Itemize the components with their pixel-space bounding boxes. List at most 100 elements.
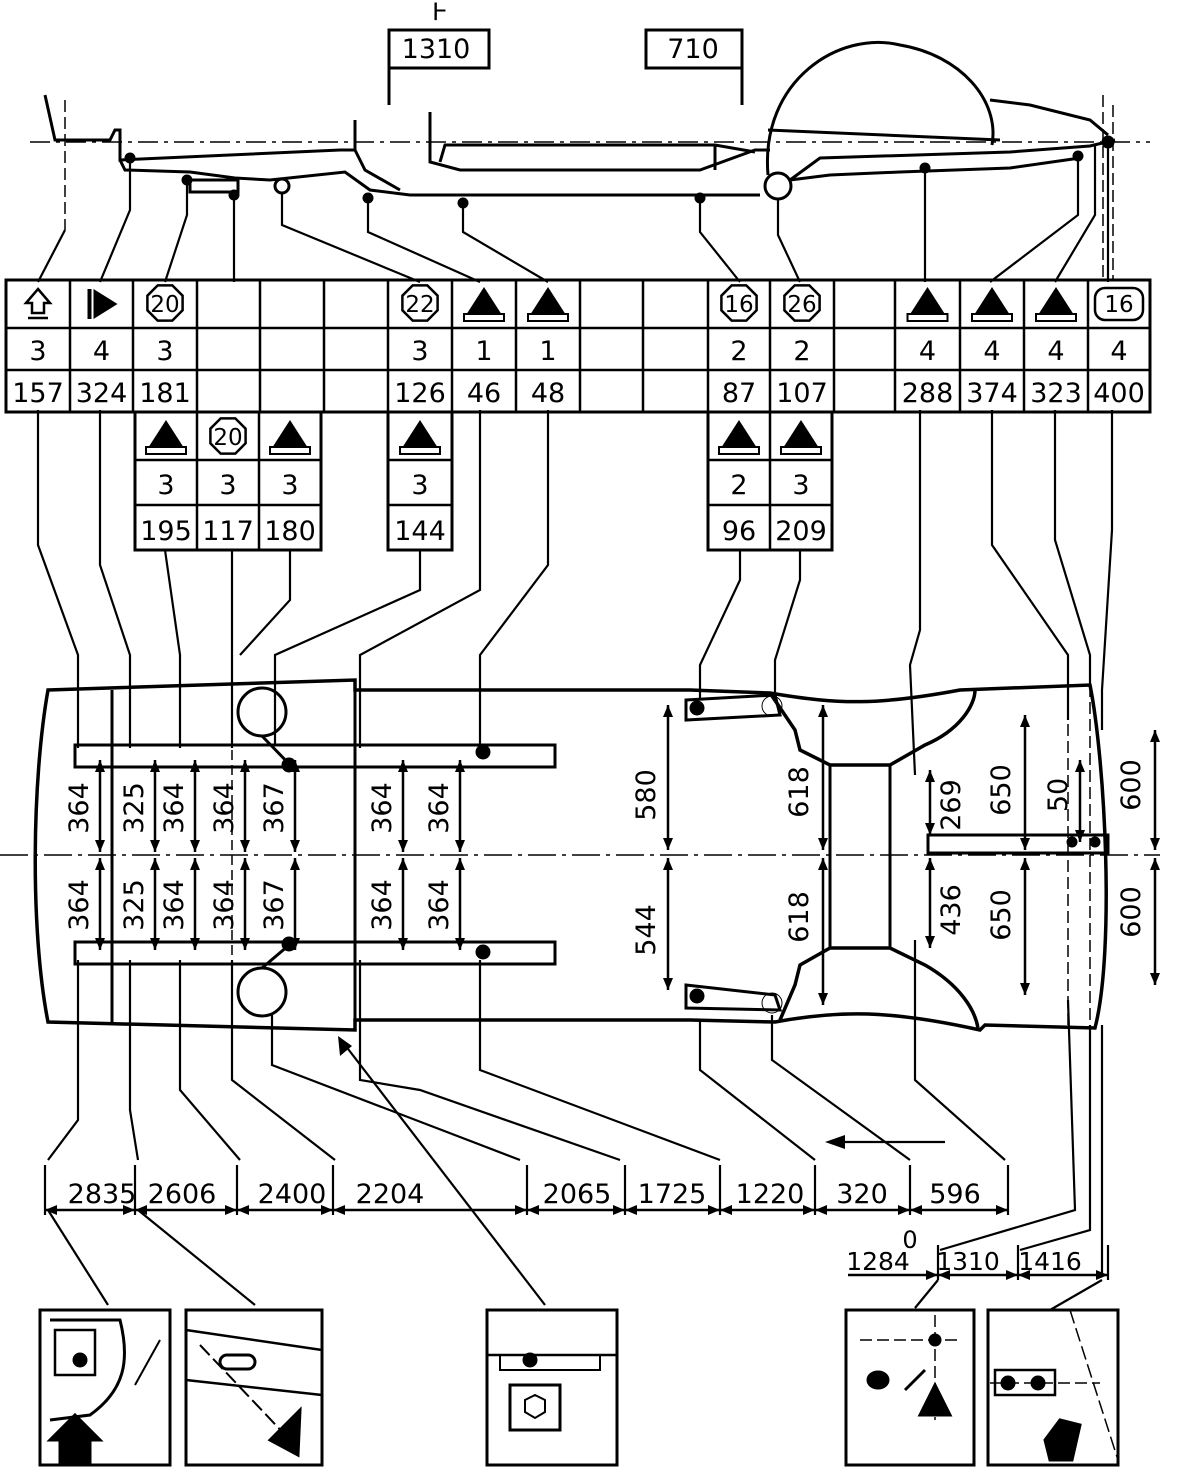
icon-number: 20 — [213, 425, 242, 451]
vertical-dimension: 367 — [259, 760, 300, 852]
dimension-label: 367 — [259, 879, 290, 931]
vertical-dimension: 50 — [1043, 760, 1085, 842]
plan-view — [0, 678, 1160, 1032]
dimension-label: 364 — [424, 782, 455, 834]
cone-icon — [527, 287, 569, 322]
cell-value: 107 — [776, 378, 828, 409]
dimension-label: 325 — [119, 782, 150, 834]
dimension-label: 325 — [119, 879, 150, 931]
vertical-dimension: 364 — [367, 858, 408, 950]
cell-value: 288 — [902, 378, 954, 409]
sub-cell-qty: 3 — [792, 470, 809, 501]
hex-16-icon: 16 — [720, 284, 758, 322]
vertical-dimension: 618 — [784, 705, 828, 850]
cone-icon — [399, 420, 441, 455]
cone-icon — [780, 420, 822, 455]
sub-cell-value: 144 — [394, 516, 446, 547]
rounded-16-icon: 16 — [1093, 286, 1145, 322]
dimension-label: 364 — [64, 782, 95, 834]
cone-icon — [145, 420, 187, 455]
detail-leaders — [47, 1209, 1103, 1311]
cell-qty: 3 — [156, 336, 173, 367]
dimension-label: 436 — [936, 884, 967, 936]
vertical-dimension: 600 — [1116, 858, 1160, 985]
baseline-value: 1725 — [638, 1179, 707, 1210]
cell-value: 323 — [1030, 378, 1082, 409]
vertical-dimension: 364 — [64, 858, 105, 950]
profile-leaders — [37, 145, 1110, 284]
dimension-label: 364 — [367, 879, 398, 931]
baseline-value: 2204 — [356, 1179, 425, 1210]
vertical-dimension: 364 — [424, 760, 465, 852]
sub-cell-value: 195 — [140, 516, 192, 547]
cell-qty: 3 — [29, 336, 46, 367]
cone-icon — [463, 287, 505, 322]
sub-cell-value: 96 — [722, 516, 756, 547]
vertical-dimension: 269 — [925, 770, 967, 835]
baseline-value: 320 — [836, 1179, 888, 1210]
sub-cell-qty: 3 — [411, 470, 428, 501]
sub-cell-value: 117 — [202, 516, 254, 547]
dimension-label: 50 — [1043, 778, 1074, 812]
vertical-dimension: 650 — [986, 858, 1030, 995]
cell-qty: 2 — [730, 336, 747, 367]
hex-20-icon: 20 — [209, 417, 247, 455]
cone-icon — [718, 420, 760, 455]
vertical-dimension: 364 — [209, 858, 250, 950]
cell-value: 87 — [722, 378, 756, 409]
icon-number: 16 — [1104, 292, 1133, 318]
side-profile — [30, 40, 1150, 280]
cell-value: 48 — [531, 378, 565, 409]
table-cell: 16 2 87 — [720, 284, 758, 409]
cell-qty: 4 — [1047, 336, 1064, 367]
baseline-value: 2065 — [543, 1179, 612, 1210]
direction-arrows — [338, 1036, 945, 1306]
dimension-label: 600 — [1116, 886, 1147, 938]
dimension-label: 544 — [631, 904, 662, 956]
dimension-label: 364 — [367, 782, 398, 834]
cell-qty: 3 — [411, 336, 428, 367]
icon-number: 26 — [787, 292, 816, 318]
top-box-left-label: 1310 — [402, 34, 471, 65]
dimension-label: 367 — [259, 782, 290, 834]
icon-number: 16 — [724, 292, 753, 318]
cell-value: 157 — [12, 378, 64, 409]
baseline-value: 1220 — [736, 1179, 805, 1210]
dimension-label: 364 — [424, 879, 455, 931]
cell-qty: 4 — [1110, 336, 1127, 367]
cell-value: 181 — [139, 378, 191, 409]
dimension-label: 364 — [159, 879, 190, 931]
cell-qty: 1 — [539, 336, 556, 367]
vertical-dimension: 364 — [64, 760, 105, 852]
vertical-dimension: 650 — [986, 715, 1030, 850]
top-box-right-label: 710 — [667, 34, 719, 65]
baseline-leaders — [47, 940, 1104, 1275]
top-mark: Ͱ — [432, 0, 448, 26]
vertical-dimension: 364 — [424, 858, 465, 950]
dimension-label: 269 — [936, 779, 967, 831]
dimension-label: 650 — [986, 764, 1017, 816]
cell-qty: 4 — [983, 336, 1000, 367]
dimension-label: 618 — [784, 766, 815, 818]
vertical-dimension: 364 — [367, 760, 408, 852]
triangle-right-icon — [87, 289, 118, 319]
vertical-dimension: 436 — [925, 858, 967, 948]
baseline-value: 2835 — [68, 1179, 137, 1210]
sub-cell-value: 180 — [264, 516, 316, 547]
vertical-dimension: 364 — [159, 760, 200, 852]
vertical-dimension: 580 — [631, 705, 673, 850]
sub-baseline-value: 1284 — [846, 1247, 910, 1276]
sub-cell-value: 209 — [775, 516, 827, 547]
icon-number: 22 — [405, 292, 434, 318]
hex-22-icon: 22 — [401, 284, 439, 322]
dimension-label: 580 — [631, 769, 662, 821]
table-cell: 148 — [527, 287, 569, 409]
hex-20-icon: 20 — [146, 284, 184, 322]
